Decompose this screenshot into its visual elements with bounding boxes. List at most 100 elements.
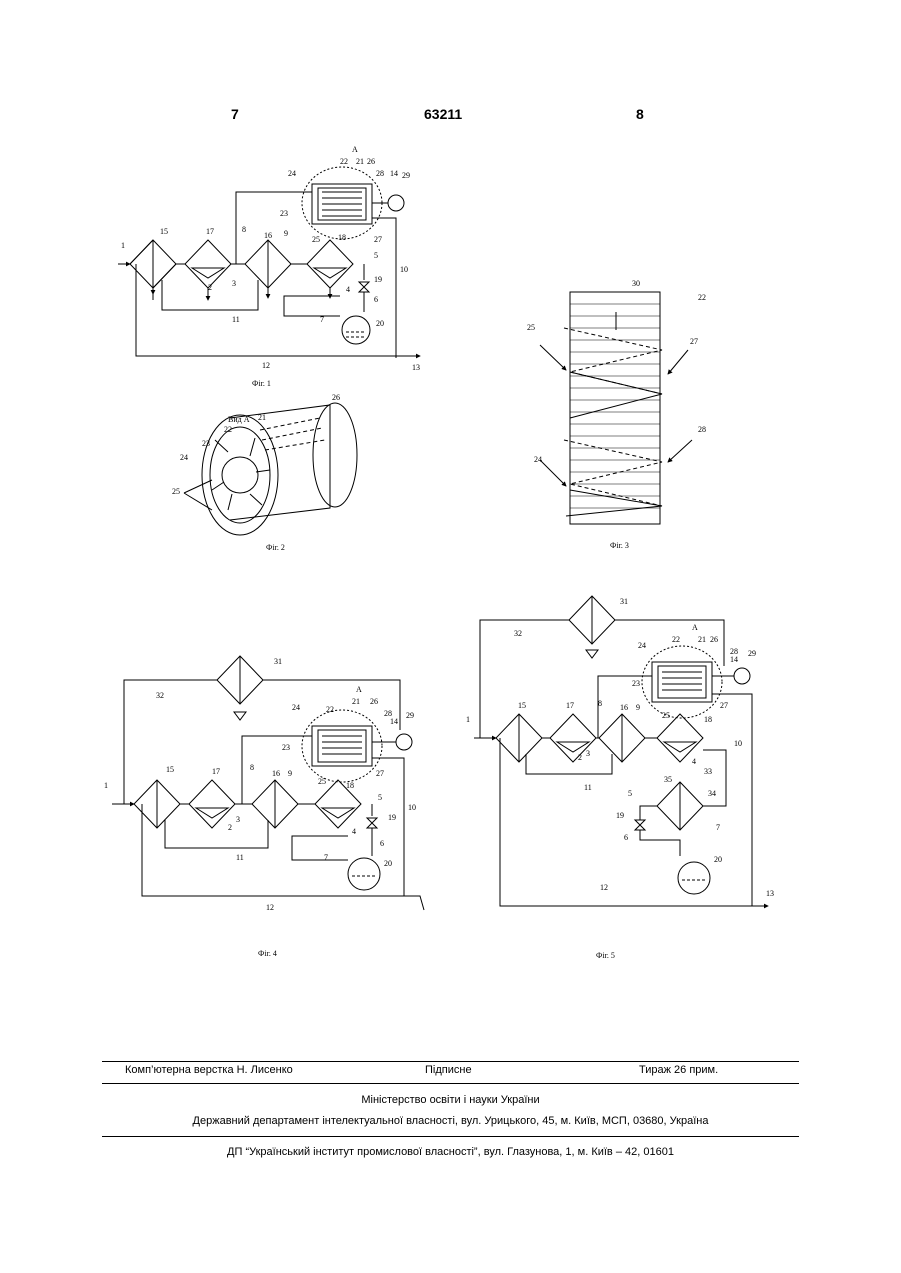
figure-3: 30 22 25 27 28 24 Фіг. 3: [527, 279, 706, 550]
svg-text:6: 6: [374, 295, 378, 304]
svg-text:23: 23: [282, 743, 290, 752]
svg-text:25: 25: [312, 235, 320, 244]
svg-text:9: 9: [284, 229, 288, 238]
svg-text:21: 21: [356, 157, 364, 166]
footer-circulation: Тираж 26 прим.: [639, 1064, 718, 1076]
svg-text:10: 10: [408, 803, 416, 812]
svg-text:14: 14: [390, 169, 398, 178]
svg-text:27: 27: [374, 235, 382, 244]
svg-text:A: A: [352, 145, 358, 154]
svg-text:25: 25: [527, 323, 535, 332]
svg-text:5: 5: [628, 789, 632, 798]
svg-text:17: 17: [206, 227, 214, 236]
svg-text:31: 31: [274, 657, 282, 666]
svg-text:17: 17: [566, 701, 574, 710]
svg-text:21: 21: [258, 413, 266, 422]
svg-text:1: 1: [466, 715, 470, 724]
svg-text:21: 21: [698, 635, 706, 644]
svg-text:24: 24: [292, 703, 300, 712]
svg-text:11: 11: [584, 783, 592, 792]
svg-text:15: 15: [518, 701, 526, 710]
footer-layout-credit: Комп’ютерна верстка Н. Лисенко: [125, 1064, 293, 1076]
svg-text:14: 14: [730, 655, 738, 664]
svg-text:35: 35: [664, 775, 672, 784]
svg-text:9: 9: [636, 703, 640, 712]
svg-text:14: 14: [390, 717, 398, 726]
svg-text:29: 29: [406, 711, 414, 720]
svg-text:4: 4: [352, 827, 356, 836]
svg-text:16: 16: [620, 703, 628, 712]
svg-text:28: 28: [698, 425, 706, 434]
svg-text:19: 19: [374, 275, 382, 284]
svg-text:26: 26: [370, 697, 378, 706]
svg-text:33: 33: [704, 767, 712, 776]
svg-text:2: 2: [208, 283, 212, 292]
svg-text:3: 3: [236, 815, 240, 824]
svg-text:23: 23: [280, 209, 288, 218]
svg-text:17: 17: [212, 767, 220, 776]
svg-text:11: 11: [236, 853, 244, 862]
svg-text:24: 24: [638, 641, 646, 650]
svg-text:7: 7: [320, 315, 324, 324]
figure-2-caption: Фіг. 2: [266, 543, 285, 552]
footer-institute: ДП “Український інститут промислової вла…: [102, 1146, 799, 1158]
svg-text:7: 7: [324, 853, 328, 862]
svg-text:A: A: [356, 685, 362, 694]
footer-rule-bottom: [102, 1136, 799, 1137]
svg-text:3: 3: [586, 749, 590, 758]
figure-2-view-label: Вид А: [228, 415, 250, 424]
svg-text:21: 21: [352, 697, 360, 706]
svg-text:24: 24: [534, 455, 542, 464]
figure-2: Вид А 21 26 22 23 24 25 Фіг. 2: [172, 393, 357, 552]
svg-text:22: 22: [326, 705, 334, 714]
svg-text:20: 20: [384, 859, 392, 868]
svg-text:22: 22: [340, 157, 348, 166]
svg-text:23: 23: [202, 439, 210, 448]
footer-signed: Підписне: [425, 1064, 472, 1076]
svg-text:10: 10: [400, 265, 408, 274]
svg-text:13: 13: [766, 889, 774, 898]
svg-text:15: 15: [160, 227, 168, 236]
svg-text:18: 18: [704, 715, 712, 724]
svg-text:22: 22: [698, 293, 706, 302]
svg-text:23: 23: [632, 679, 640, 688]
svg-text:12: 12: [262, 361, 270, 370]
svg-text:8: 8: [598, 699, 602, 708]
svg-text:27: 27: [720, 701, 728, 710]
svg-text:15: 15: [166, 765, 174, 774]
svg-text:5: 5: [374, 251, 378, 260]
svg-text:18: 18: [338, 233, 346, 242]
svg-text:16: 16: [264, 231, 272, 240]
svg-text:4: 4: [692, 757, 696, 766]
svg-text:2: 2: [578, 753, 582, 762]
svg-text:19: 19: [388, 813, 396, 822]
svg-text:4: 4: [346, 285, 350, 294]
svg-text:34: 34: [708, 789, 716, 798]
svg-text:12: 12: [266, 903, 274, 912]
svg-text:20: 20: [714, 855, 722, 864]
figure-3-caption: Фіг. 3: [610, 541, 629, 550]
figure-5-caption: Фіг. 5: [596, 951, 615, 960]
svg-text:2: 2: [228, 823, 232, 832]
svg-text:29: 29: [748, 649, 756, 658]
svg-text:29: 29: [402, 171, 410, 180]
svg-text:16: 16: [272, 769, 280, 778]
svg-text:13: 13: [412, 363, 420, 372]
footer-ministry: Міністерство освіти і науки України: [102, 1094, 799, 1106]
svg-text:22: 22: [224, 425, 232, 434]
svg-text:A: A: [692, 623, 698, 632]
svg-text:19: 19: [616, 811, 624, 820]
svg-text:10: 10: [734, 739, 742, 748]
svg-text:12: 12: [600, 883, 608, 892]
svg-text:6: 6: [624, 833, 628, 842]
svg-text:20: 20: [376, 319, 384, 328]
svg-text:27: 27: [376, 769, 384, 778]
svg-text:24: 24: [288, 169, 296, 178]
figure-4: 31 32 1 15 17 16 18 8 9 10 11 12 2 3 4 5…: [104, 656, 424, 958]
figure-5: 31 32 1 15 17 16 18 8 9 10 11 12 13 2 3 …: [466, 596, 774, 960]
svg-text:25: 25: [318, 777, 326, 786]
figure-4-caption: Фіг. 4: [258, 949, 277, 958]
footer-rule-top: [102, 1061, 799, 1062]
footer-rule-middle: [102, 1083, 799, 1084]
svg-text:26: 26: [367, 157, 375, 166]
